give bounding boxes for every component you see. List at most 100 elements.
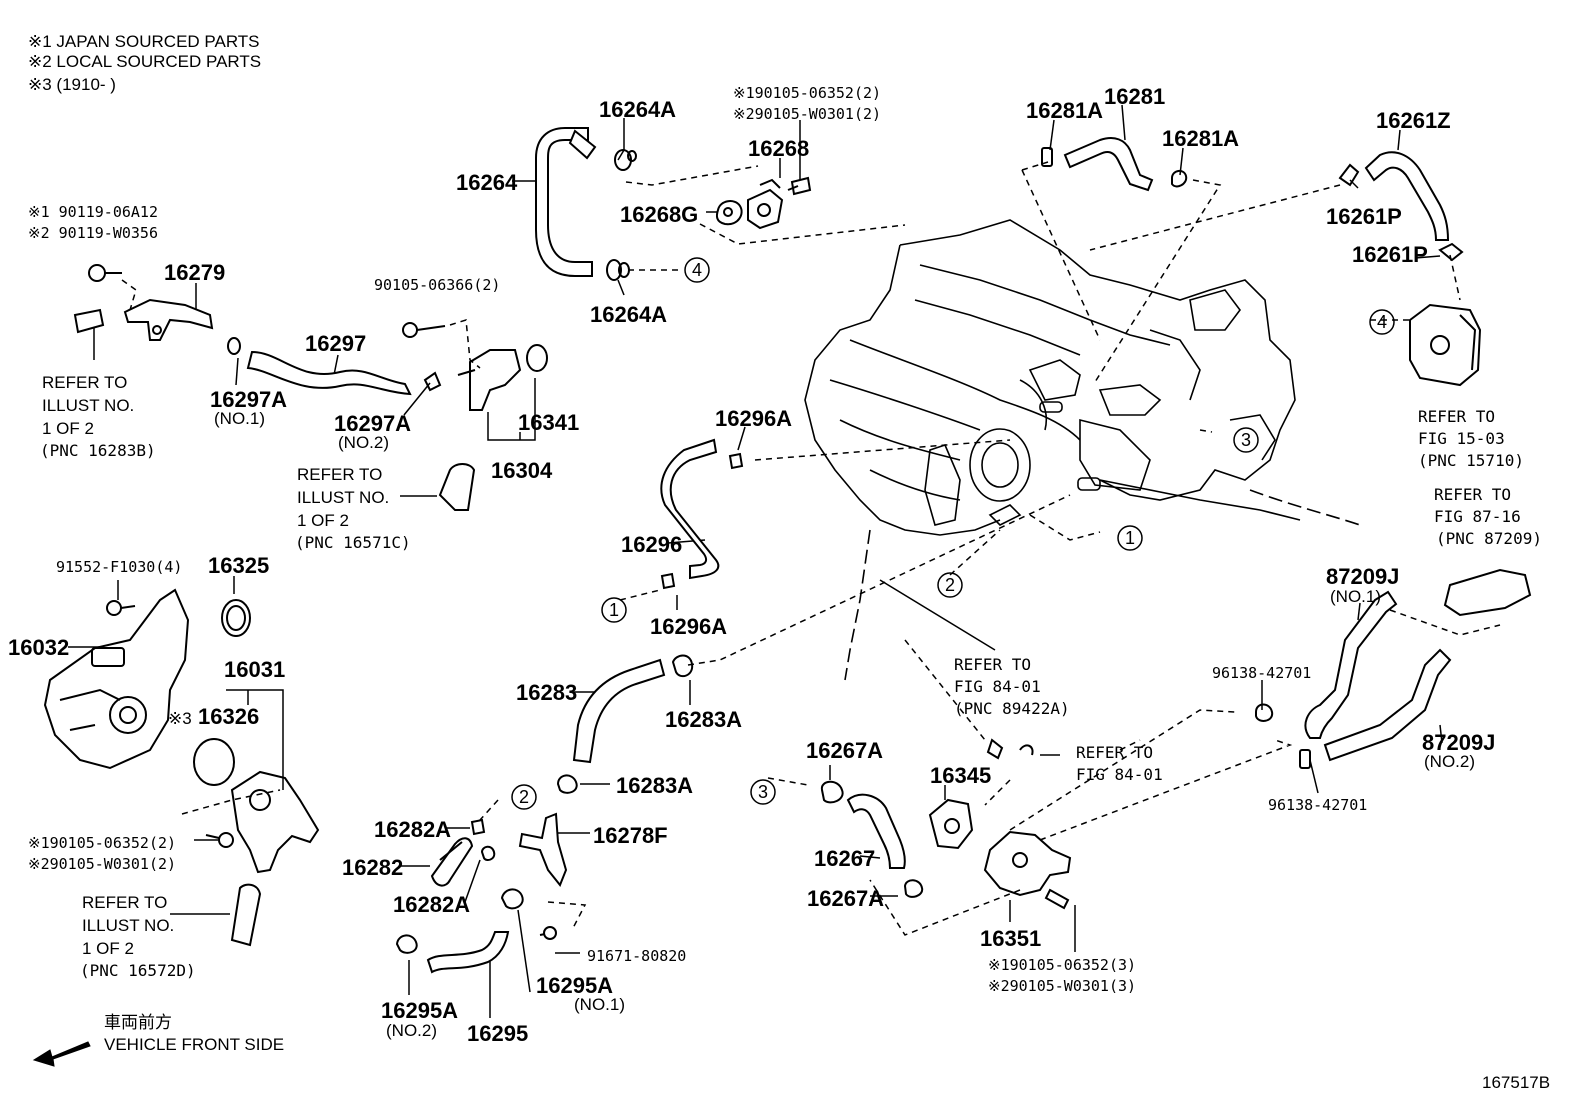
bolt-91552[interactable]: [106, 600, 136, 616]
clamp-16296A-top[interactable]: [728, 452, 744, 470]
label-16295A-2: 16295A: [381, 998, 458, 1023]
housing-16032[interactable]: [43, 588, 190, 770]
label-16296A-top: 16296A: [715, 406, 792, 431]
hose-16264[interactable]: [535, 127, 597, 277]
housing-16351[interactable]: [983, 830, 1072, 897]
label-bolt-left-1: ※1 90119-06A12: [28, 203, 158, 221]
svg-text:3: 3: [758, 782, 768, 802]
refer-block-3: REFER TO ILLUST NO. 1 OF 2 (PNC 16572D): [80, 893, 196, 980]
clamp-16264A-top[interactable]: [614, 149, 637, 171]
hose-16295[interactable]: [426, 931, 510, 974]
clamp-16295A-2[interactable]: [395, 934, 418, 954]
clamp-16295A-1[interactable]: [500, 888, 524, 910]
hose-16281[interactable]: [1063, 137, 1154, 192]
label-16268G: 16268G: [620, 202, 698, 227]
bolt-16279[interactable]: [88, 264, 122, 282]
hose-16282[interactable]: [430, 837, 474, 887]
clip-96138-a[interactable]: [1255, 703, 1274, 722]
label-16264A-top: 16264A: [599, 97, 676, 122]
clamp-16296A-bot[interactable]: [660, 572, 676, 590]
svg-text:(PNC 16283B): (PNC 16283B): [40, 441, 156, 460]
refer-block-2: REFER TO ILLUST NO. 1 OF 2 (PNC 16571C): [295, 465, 411, 552]
gasket-16325[interactable]: [221, 599, 251, 637]
svg-text:REFER TO: REFER TO: [42, 373, 127, 392]
label-16281: 16281: [1104, 84, 1165, 109]
label-16283: 16283: [516, 680, 577, 705]
bolt-91671[interactable]: [539, 926, 557, 940]
gasket-16268G[interactable]: [715, 200, 743, 226]
clamp-16282A-a[interactable]: [470, 818, 486, 836]
svg-text:1: 1: [1125, 528, 1135, 548]
clamp-16281A-left[interactable]: [1041, 147, 1053, 167]
svg-text:(PNC 87209): (PNC 87209): [1436, 529, 1542, 548]
label-16267A-b: 16267A: [807, 886, 884, 911]
label-87209J-1: 87209J: [1326, 564, 1399, 589]
oil-cooler[interactable]: [1409, 303, 1482, 387]
bolt-top[interactable]: [787, 176, 812, 196]
callout-4-right: 4: [1369, 309, 1395, 335]
label-16297A-1-sub: (NO.1): [214, 409, 265, 428]
hose-16283[interactable]: [572, 658, 666, 764]
gasket-16326[interactable]: [193, 738, 235, 786]
hose-16261Z[interactable]: [1364, 151, 1450, 241]
hose-16296[interactable]: [660, 438, 720, 580]
refer-hose-3: [230, 883, 262, 947]
sensor[interactable]: [986, 738, 1034, 760]
clamp-16283A-b[interactable]: [556, 774, 578, 794]
label-16267: 16267: [814, 846, 875, 871]
label-16283A-a: 16283A: [665, 707, 742, 732]
outlet-16304[interactable]: [457, 349, 522, 411]
note-local-sourced: ※2 LOCAL SOURCED PARTS: [28, 52, 261, 71]
label-87209J-2-sub: (NO.2): [1424, 752, 1475, 771]
outlet-16268[interactable]: [747, 178, 784, 230]
label-87209J-2: 87209J: [1422, 730, 1495, 755]
callout-3-bottom: 3: [750, 779, 776, 805]
clamp-16264A-bottom[interactable]: [606, 259, 630, 281]
clamp-16267A-b[interactable]: [903, 879, 924, 898]
clamp-16297A-1[interactable]: [227, 337, 241, 355]
callout-1-left: 1: [601, 597, 627, 623]
svg-text:REFER TO: REFER TO: [954, 655, 1031, 674]
label-16282A-a: 16282A: [374, 817, 451, 842]
bolt-16351[interactable]: [1044, 888, 1070, 910]
hose-16297[interactable]: [246, 350, 412, 396]
label-16326: 16326: [198, 704, 259, 729]
pipe-16278F[interactable]: [518, 812, 568, 887]
hose-87209J-2[interactable]: [1323, 648, 1452, 762]
svg-text:1 OF 2: 1 OF 2: [82, 939, 134, 958]
refer-block-1: REFER TO ILLUST NO. 1 OF 2 (PNC 16283B): [40, 373, 156, 460]
svg-text:FIG 87-16: FIG 87-16: [1434, 507, 1521, 526]
clamp-16267A-a[interactable]: [820, 780, 844, 804]
callout-3-right: 3: [1233, 427, 1259, 453]
valve-87209[interactable]: [1443, 568, 1532, 617]
gasket-16345[interactable]: [928, 798, 974, 850]
hose-87209J-1[interactable]: [1304, 590, 1398, 739]
bolt-water-pump[interactable]: [205, 832, 234, 848]
label-16297A-2-sub: (NO.2): [338, 433, 389, 452]
clip-96138-b[interactable]: [1299, 749, 1311, 769]
clamp-16297A-2[interactable]: [423, 371, 442, 392]
hose-16267[interactable]: [846, 793, 906, 869]
refer-hose-2: [438, 463, 476, 511]
label-bolt-bot-1: ※190105-06352(3): [988, 956, 1136, 974]
clamp-16282A-b[interactable]: [480, 845, 496, 861]
svg-text:1 OF 2: 1 OF 2: [297, 511, 349, 530]
gasket-16341[interactable]: [526, 344, 548, 372]
label-bolt-wp-1: ※190105-06352(2): [28, 834, 176, 852]
svg-text:2: 2: [519, 787, 529, 807]
clamp-16261P-b[interactable]: [1438, 242, 1464, 262]
svg-text:REFER TO: REFER TO: [1076, 743, 1153, 762]
clamp-16281A-right[interactable]: [1171, 170, 1188, 188]
direction-label-en: VEHICLE FRONT SIDE: [104, 1035, 284, 1054]
pipe-16279[interactable]: [123, 298, 214, 341]
callout-2-bottom: 2: [511, 784, 537, 810]
water-pump-16031[interactable]: [230, 770, 320, 874]
label-16261P-b: 16261P: [1352, 242, 1428, 267]
label-91671: 91671-80820: [587, 947, 686, 965]
bolt-90105-06366[interactable]: [402, 322, 446, 338]
clamp-16261P-a[interactable]: [1338, 163, 1360, 187]
clamp-16283A-a[interactable]: [671, 654, 694, 678]
svg-text:1: 1: [609, 600, 619, 620]
refer-block-5: REFER TO FIG 87-16 (PNC 87209): [1434, 485, 1542, 548]
